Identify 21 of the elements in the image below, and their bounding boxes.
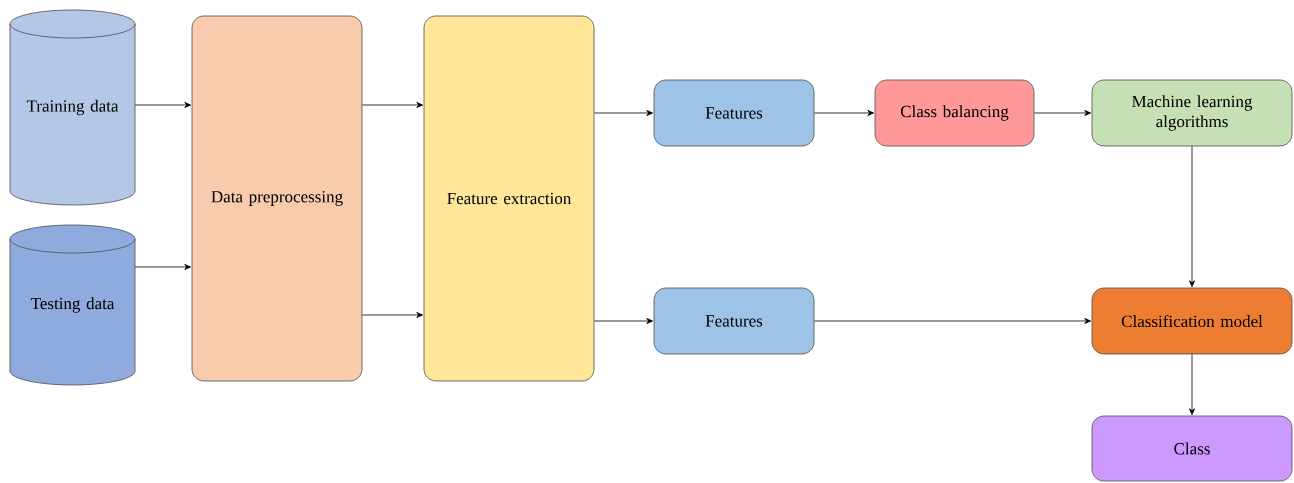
process-box: Data preprocessing	[191, 15, 363, 382]
data-cylinder: Training data	[9, 9, 136, 206]
process-box: Features	[653, 79, 815, 147]
arrow	[134, 264, 191, 270]
process-box: Feature extraction	[423, 15, 595, 382]
arrow	[594, 110, 653, 116]
arrow	[362, 102, 423, 108]
arrow	[1189, 354, 1195, 415]
data-cylinder: Testing data	[9, 224, 136, 386]
arrow	[814, 318, 1091, 324]
process-box: Classification model	[1091, 287, 1293, 355]
arrow	[1034, 110, 1091, 116]
process-box: Class balancing	[874, 79, 1035, 147]
process-box: Class	[1091, 415, 1293, 482]
arrow	[134, 102, 191, 108]
process-box: Features	[653, 287, 815, 355]
arrow	[814, 110, 874, 116]
process-box: Machine learning algorithms	[1091, 79, 1293, 147]
arrow	[362, 312, 423, 318]
arrow	[1189, 146, 1195, 287]
arrow	[594, 318, 653, 324]
